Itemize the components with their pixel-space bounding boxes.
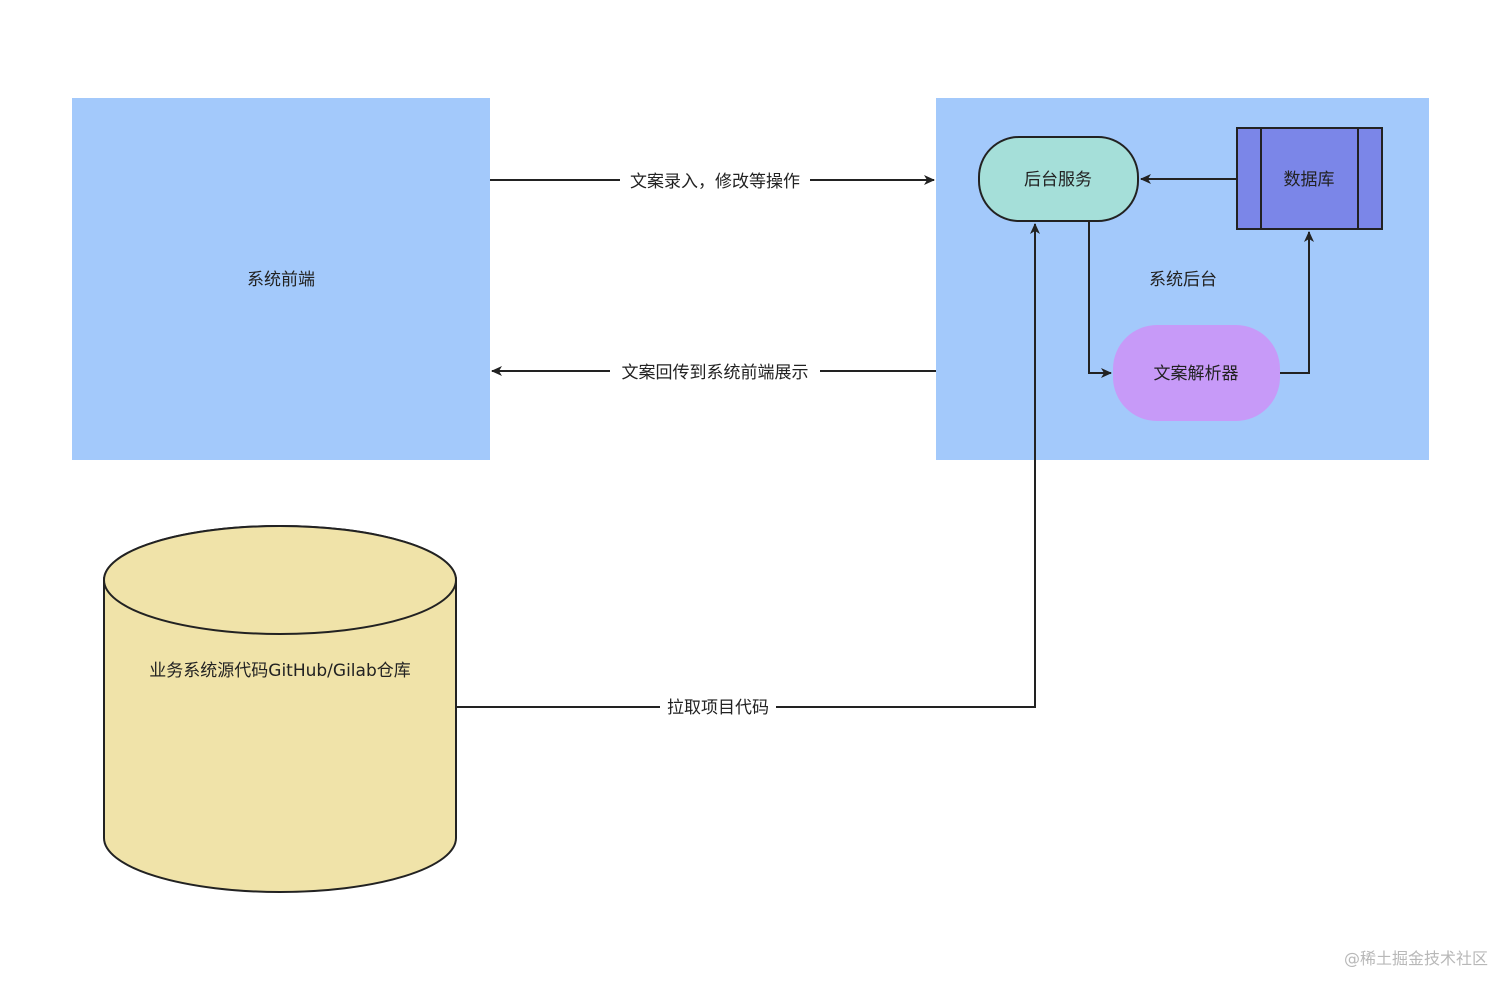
edge-service-to-parser — [1088, 222, 1112, 378]
parser-label: 文案解析器 — [1154, 364, 1239, 384]
watermark: @稀土掘金技术社区 — [1344, 949, 1488, 968]
edge-label-bg-1 — [620, 168, 810, 192]
frontend-box — [72, 98, 490, 460]
edge-label-frontend-to-backend: 文案录入，修改等操作 — [630, 172, 800, 192]
edge-label-repo-to-service: 拉取项目代码 — [667, 698, 769, 718]
edge-label-bg-2 — [610, 359, 820, 383]
edge-label-bg-3 — [660, 695, 776, 719]
edge-parser-to-database — [1280, 231, 1314, 374]
frontend-label: 系统前端 — [247, 270, 315, 290]
backend-label: 系统后台 — [1149, 270, 1217, 290]
edge-repo-to-service — [456, 223, 1040, 708]
service-label: 后台服务 — [1024, 170, 1092, 190]
database-label: 数据库 — [1284, 170, 1335, 190]
parser-node — [1113, 325, 1280, 421]
service-node — [978, 136, 1139, 222]
repo-label: 业务系统源代码GitHub/Gilab仓库 — [149, 661, 410, 681]
repo-cylinder-top — [103, 525, 457, 635]
edge-label-backend-to-frontend: 文案回传到系统前端展示 — [622, 363, 809, 383]
